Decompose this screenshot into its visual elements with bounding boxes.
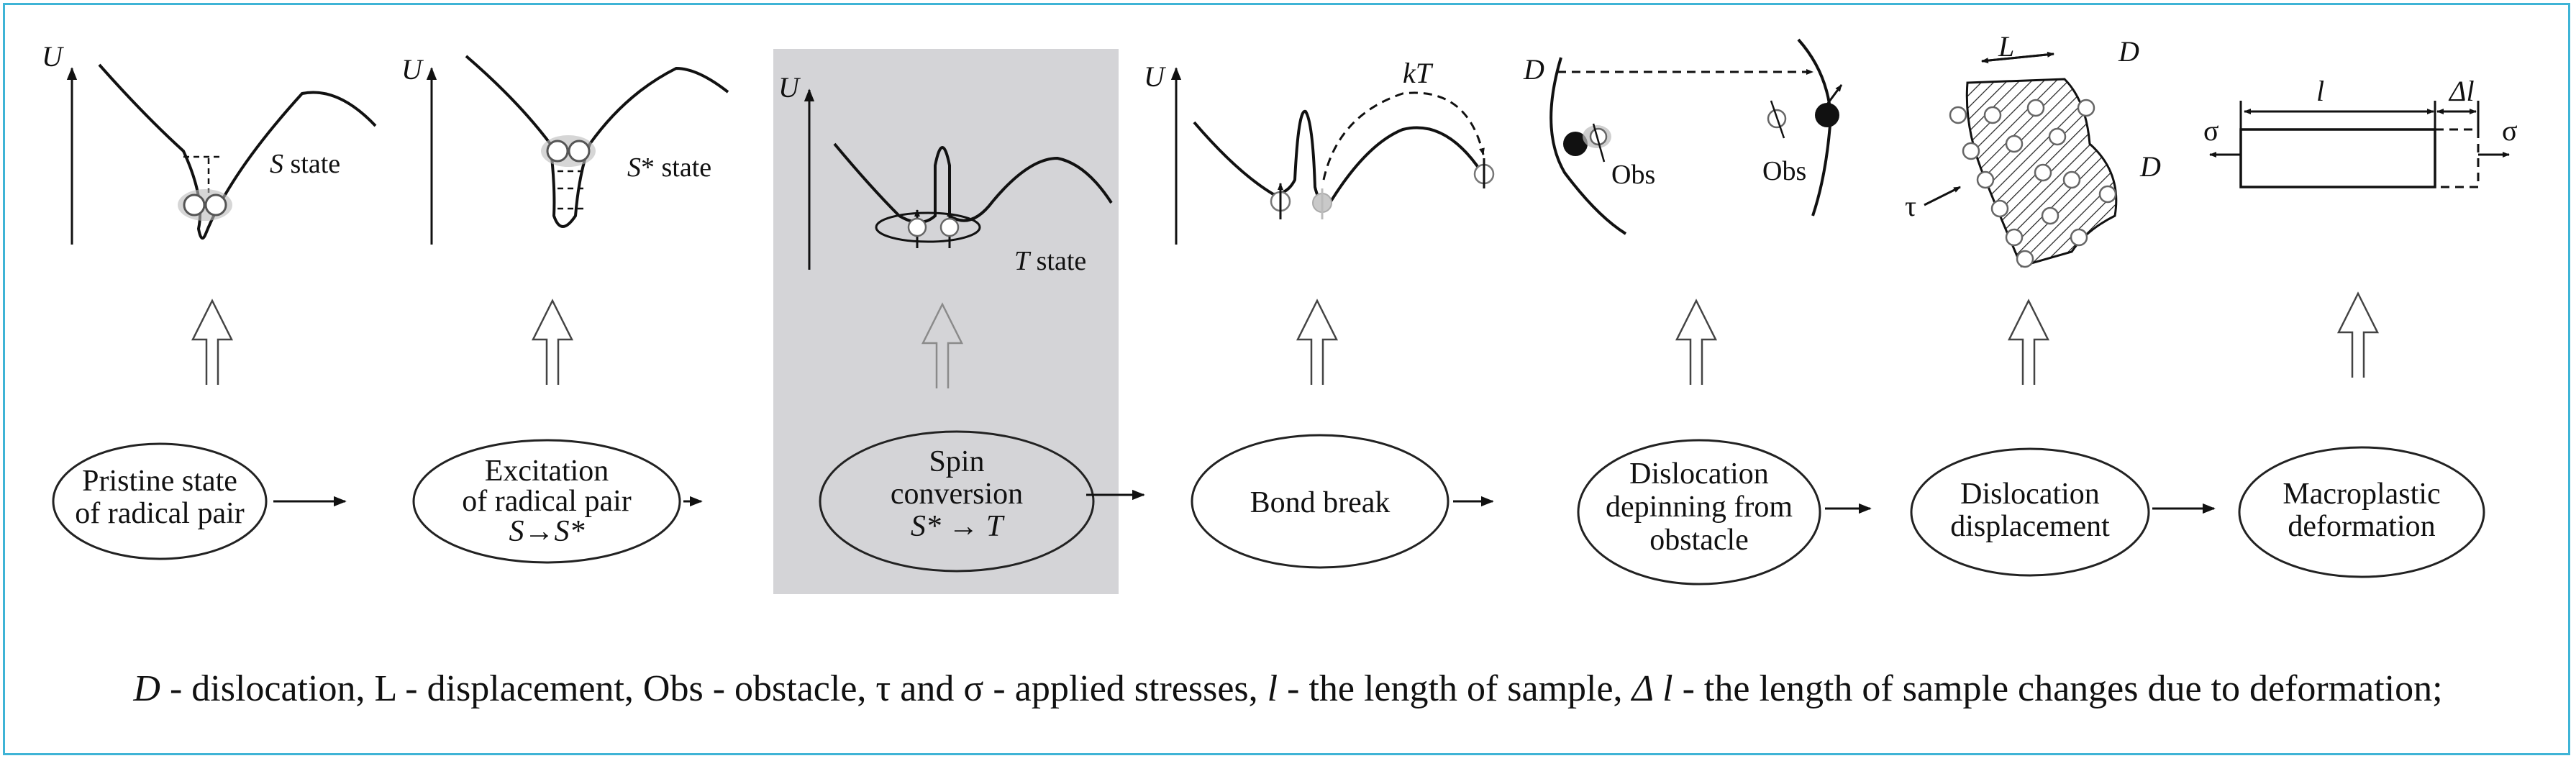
caption-dl-symbol: Δ l bbox=[1631, 668, 1673, 709]
panel-depinning: D Obs Obs bbox=[1523, 38, 1843, 235]
pair-ellipse bbox=[875, 211, 981, 243]
stage-label: Dislocation bbox=[1960, 478, 2100, 511]
panel-bond: U kT bbox=[1144, 57, 1495, 245]
dislocation-line bbox=[1797, 38, 1833, 217]
t-state-label: T state bbox=[1014, 246, 1086, 276]
sample-body bbox=[2239, 128, 2436, 188]
stage-label: of radical pair bbox=[462, 485, 632, 518]
up-arrow bbox=[1675, 299, 1718, 385]
stage-label: Macroplastic bbox=[2283, 478, 2440, 511]
panel-pristine: U S state bbox=[42, 40, 377, 245]
energy-axis-label: U bbox=[42, 40, 65, 73]
radical-particle bbox=[907, 217, 927, 237]
stage-displacement: Dislocation displacement bbox=[1910, 447, 2150, 577]
potential-curve bbox=[1193, 109, 1483, 205]
kt-label: kT bbox=[1403, 57, 1434, 89]
obstacle-free bbox=[1815, 103, 1839, 127]
tau-arrow bbox=[1924, 186, 1961, 206]
caption-l-text: - the length of sample, bbox=[1278, 668, 1632, 709]
stage-label: displacement bbox=[1950, 510, 2110, 543]
radical-particle bbox=[204, 193, 227, 217]
spin-arrow bbox=[1826, 84, 1843, 105]
potential-curve bbox=[465, 55, 729, 228]
stage-pristine: Pristine state of radical pair bbox=[52, 442, 268, 560]
obstacle-label: Obs bbox=[1762, 156, 1806, 186]
stage-label: depinning from bbox=[1606, 491, 1793, 524]
stage-label: Spin bbox=[929, 445, 984, 478]
stage-depinning: Dislocation depinning from obstacle bbox=[1577, 439, 1821, 585]
stage-bond: Bond break bbox=[1191, 434, 1449, 569]
stage-label: Excitation bbox=[485, 455, 609, 488]
energy-axis-label: U bbox=[1144, 60, 1167, 93]
sigma-label: σ bbox=[2203, 114, 2219, 147]
panel-displacement: L D D τ bbox=[1905, 30, 2161, 268]
stage-ellipse bbox=[819, 430, 1095, 573]
up-arrow bbox=[1296, 299, 1339, 385]
stage-ellipse bbox=[2238, 446, 2485, 578]
stage-ellipse bbox=[1910, 447, 2150, 577]
potential-curve bbox=[98, 63, 377, 240]
displacement-label: L bbox=[1998, 30, 2014, 63]
stage-ellipse bbox=[1577, 439, 1821, 585]
stage-label: obstacle bbox=[1649, 524, 1749, 557]
obstacle-cluster bbox=[1949, 99, 2117, 268]
stage-spin: Spin conversion S* → T bbox=[819, 430, 1095, 573]
delta-length-label: Δl bbox=[2448, 75, 2475, 107]
stage-label: of radical pair bbox=[75, 497, 245, 530]
dislocation-label: D bbox=[1523, 53, 1544, 86]
dislocation-label: D bbox=[2118, 35, 2139, 68]
tau-label: τ bbox=[1905, 190, 1916, 222]
radical-particle bbox=[939, 217, 960, 237]
stage-macro: Macroplastic deformation bbox=[2238, 446, 2485, 578]
obstacle-pinned bbox=[1563, 132, 1588, 156]
spin-arrow bbox=[1770, 100, 1785, 139]
dislocation-line bbox=[1549, 57, 1627, 235]
stage-label: Dislocation bbox=[1629, 457, 1769, 491]
radical-particle bbox=[183, 193, 206, 217]
energy-axis-label: U bbox=[778, 71, 801, 104]
stage-formula: S* → T bbox=[911, 510, 1005, 543]
up-arrow bbox=[921, 302, 964, 388]
sigma-label: σ bbox=[2502, 114, 2518, 147]
stage-formula: S→S* bbox=[509, 515, 585, 548]
panel-excitation: U S* state bbox=[401, 53, 729, 245]
caption-d-text: - dislocation, L - displacement, Obs - o… bbox=[160, 668, 1267, 709]
spin-arrow bbox=[1592, 123, 1606, 163]
energy-axis-label: U bbox=[401, 53, 424, 86]
dislocation-label: D bbox=[2139, 150, 2161, 183]
radical-particle bbox=[568, 140, 591, 163]
up-arrow bbox=[2336, 291, 2380, 378]
stage-label: Bond break bbox=[1250, 486, 1391, 519]
sample-extension bbox=[2435, 128, 2480, 188]
figure-frame bbox=[3, 3, 2570, 755]
thermal-hop-arrow bbox=[1322, 91, 1485, 181]
panel-macro: l Δl σ σ bbox=[2203, 75, 2518, 188]
radical-particle bbox=[546, 140, 569, 163]
up-arrow bbox=[191, 299, 234, 385]
obstacle-label: Obs bbox=[1611, 160, 1655, 190]
stage-excitation: Excitation of radical pair S→S* bbox=[412, 439, 681, 564]
s-star-state-label: S* state bbox=[627, 152, 711, 183]
displacement-arrow bbox=[1981, 53, 2054, 64]
panel-spin: U T state bbox=[778, 71, 1113, 276]
stage-label: Pristine state bbox=[82, 465, 237, 498]
up-arrow bbox=[2007, 299, 2050, 385]
upward-arrows bbox=[191, 291, 2380, 388]
stage-ellipse bbox=[1191, 434, 1449, 569]
caption-dl-text: - the length of sample changes due to de… bbox=[1672, 668, 2443, 709]
s-state-label: S state bbox=[270, 149, 340, 179]
caption-d-symbol: D bbox=[133, 668, 160, 709]
figure-caption: D - dislocation, L - displacement, Obs -… bbox=[0, 667, 2576, 710]
length-label: l bbox=[2316, 75, 2324, 107]
stage-ellipse bbox=[412, 439, 681, 564]
stage-label: deformation bbox=[2288, 510, 2435, 543]
up-arrow bbox=[531, 299, 574, 385]
caption-l-symbol: l bbox=[1267, 668, 1278, 709]
stage-ellipse bbox=[52, 442, 268, 560]
stage-label: conversion bbox=[891, 478, 1023, 511]
